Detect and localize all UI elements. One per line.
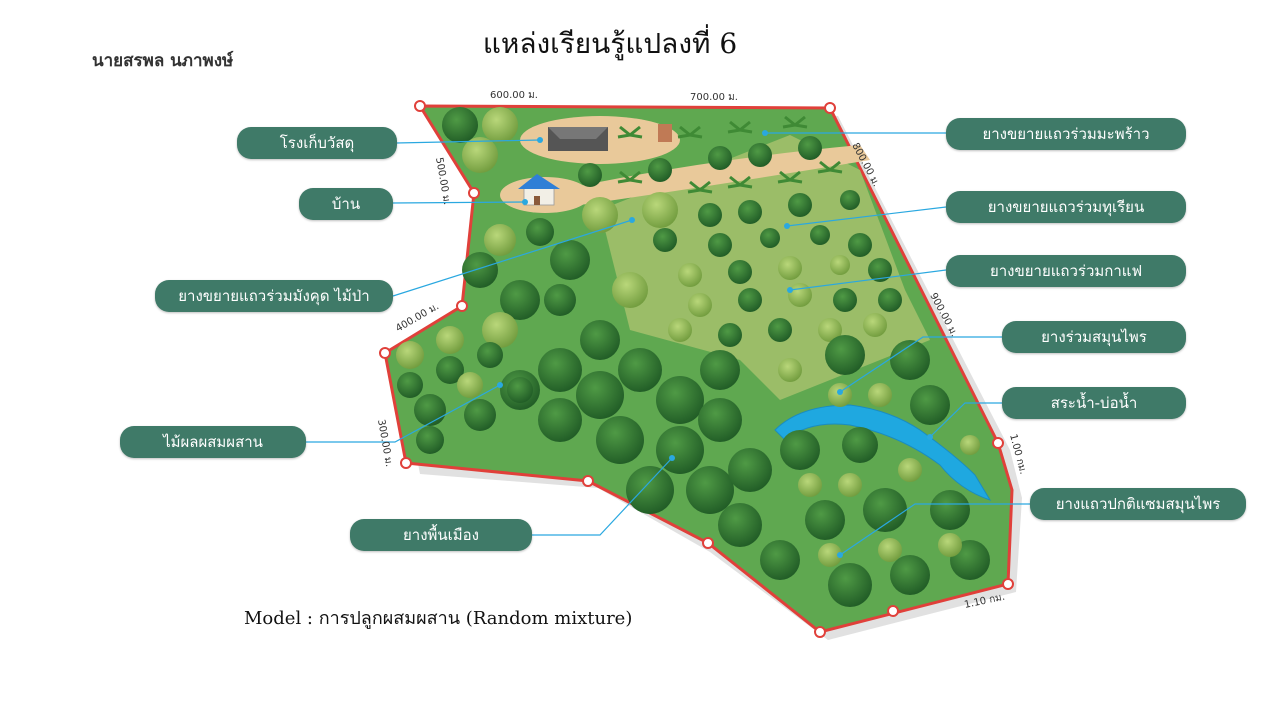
label-mixed-fruit: ไม้ผลผสมผสาน bbox=[120, 426, 306, 458]
leader-dots bbox=[497, 130, 933, 558]
tree-group-mixed-fruit bbox=[396, 326, 533, 454]
label-coconut: ยางขยายแถวร่วมมะพร้าว bbox=[946, 118, 1186, 150]
author-name: นายสรพล นภาพงษ์ bbox=[92, 51, 234, 71]
label-durian: ยางขยายแถวร่วมทุเรียน bbox=[946, 191, 1186, 223]
label-house: บ้าน bbox=[299, 188, 393, 220]
boundary-markers bbox=[379, 100, 1014, 638]
tree-group-durian-coffee bbox=[578, 136, 902, 347]
dim-top-right: 700.00 ม. bbox=[690, 92, 738, 103]
house-building bbox=[518, 174, 560, 206]
dim-left-low: 300.00 ม. bbox=[375, 419, 394, 468]
label-pond: สระน้ำ-บ่อน้ำ bbox=[1002, 387, 1186, 419]
leader-lines bbox=[306, 132, 1030, 556]
label-coffee: ยางขยายแถวร่วมกาแฟ bbox=[946, 255, 1186, 287]
model-caption: Model : การปลูกผสมผสาน (Random mixture) bbox=[244, 608, 633, 629]
label-guava-forest: ยางขยายแถวร่วมมังคุด ไม้ป่า bbox=[155, 280, 393, 312]
shed-small bbox=[658, 124, 672, 142]
tree-group-left bbox=[442, 107, 678, 348]
storehouse-building bbox=[548, 127, 608, 151]
pond-water bbox=[774, 404, 992, 501]
sand-path bbox=[560, 145, 870, 205]
tree-group-lower-right bbox=[778, 335, 990, 607]
label-normal-rows: ยางแถวปกติแซมสมุนไพร bbox=[1030, 488, 1246, 520]
dim-top-left: 600.00 ม. bbox=[490, 90, 538, 101]
label-native-rubber: ยางพื้นเมือง bbox=[350, 519, 532, 551]
label-herbs: ยางร่วมสมุนไพร bbox=[1002, 321, 1186, 353]
dim-left-top: 500.00 ม. bbox=[433, 157, 452, 206]
palm-group-coconut bbox=[617, 115, 843, 194]
page-title: แหล่งเรียนรู้แปลงที่ 6 bbox=[482, 27, 738, 60]
label-storehouse: โรงเก็บวัสดุ bbox=[237, 127, 397, 159]
